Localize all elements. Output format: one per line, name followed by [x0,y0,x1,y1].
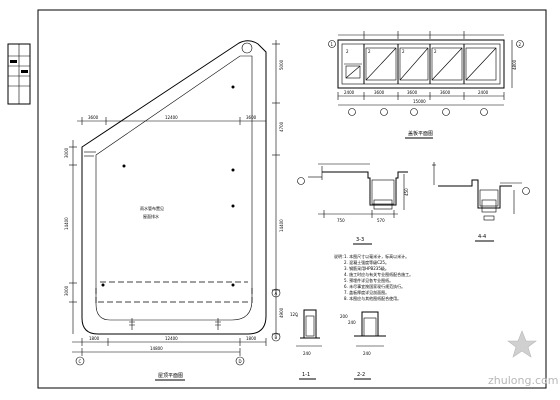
sec33-dim-570: 570 [377,218,385,223]
sec22-dim-200: 200 [340,314,348,319]
plan-note-line1: 雨水管布置见 [140,205,164,211]
sec11-label: 1-1 [302,372,310,378]
sec22-label: 2-2 [357,372,365,378]
plan-inner-outline [95,55,253,321]
dim-left-top: 3000 [64,147,69,158]
section-2-2: 240 200 2-2 240 [340,311,386,380]
sec33-dim-450: 450 [404,188,409,196]
dim-right-mid1: 4700 [279,121,284,132]
svg-text:2: 2 [402,49,405,54]
cover-dim-1: 3600 [374,90,385,95]
grid-d: D [239,359,242,364]
note-line-7: 8. 本图应与其他图纸配合使用。 [344,295,401,301]
dim-bot-left: 1800 [89,336,100,341]
cover-dim-0: 2400 [344,90,355,95]
dim-top-right: 3600 [246,115,257,120]
sec33-dim-750: 750 [337,218,345,223]
sec11-dim-240: 240 [303,351,311,356]
note-line-1: 2. 混凝土强度等级C25。 [344,259,389,265]
note-line-4: 5. 预埋件详见各专业图纸。 [344,277,393,283]
section-4-4: 4-4 [432,162,530,242]
cover-height-dim: 4800 [512,59,517,70]
plan-caption: 屋顶平面图 [158,373,183,379]
watermark-text: zhulong.com [488,374,558,387]
grid-c: C [79,359,82,364]
sec11-dim-120: 120 [290,312,298,317]
section-3-3: 750 570 450 3-3 [297,163,409,245]
sec33-label: 3-3 [356,237,364,243]
section-1-1: 240 1-1 120 [290,309,322,380]
note-line-0: 1. 本图尺寸以毫米计，标高以米计。 [344,253,409,259]
cover-grid-1: 1 [331,42,334,47]
sec44-label: 4-4 [478,234,486,240]
note-line-2: 3. 钢筋采用HPB235级。 [344,265,389,271]
note-line-6: 7. 盖板厚度详见剖面图。 [344,289,389,295]
dim-bot-total: 14800 [150,346,163,351]
dim-top-mid: 12400 [165,115,178,120]
title-strip [7,43,31,105]
notes-block: 说明： 1. 本图尺寸以毫米计，标高以米计。 2. 混凝土强度等级C25。 3.… [334,253,413,301]
cover-dim-4: 2400 [478,90,489,95]
svg-text:2: 2 [346,49,349,54]
cover-dim-2: 3600 [407,90,418,95]
cover-grid-2: 2 [519,42,522,47]
dim-bot-right: 1800 [246,336,257,341]
dim-right-bot: 4900 [279,307,284,318]
note-line-5: 6. 未尽事宜按国家现行规范执行。 [344,283,405,289]
sec22-dim-240: 240 [363,351,371,356]
cover-tag: 2 [368,49,371,54]
cover-caption: 盖板平面图 [408,130,433,137]
grid-b: B [275,335,278,340]
svg-text:2: 2 [434,49,437,54]
plan-dimensions: 3600 12400 3600 3000 14400 3000 5000 470… [64,40,284,381]
grid-a: A [275,291,278,296]
cover-plan: 2 2 2 2 1 2 4800 2400 3600 3600 3600 240… [328,31,524,139]
dim-top-left: 3600 [88,115,99,120]
roof-plan: 雨水管布置见 屋面排水 [81,40,267,335]
dim-left-bot: 3000 [64,285,69,296]
dim-left-mid: 14400 [64,217,69,230]
dim-right-top: 5000 [279,59,284,70]
cover-total-dim: 15000 [413,99,426,104]
sec22-dim-240b: 240 [348,320,356,325]
watermark: zhulong.com [488,330,558,387]
notes-title: 说明： [334,253,346,259]
plan-note-line2: 屋面排水 [143,213,159,219]
note-line-3: 4. 施工时应与有关专业图纸配合施工。 [344,271,413,277]
drawing-border [37,9,547,389]
cover-dim-3: 3600 [440,90,451,95]
plan-outline [81,40,267,335]
dim-right-mid2: 14400 [279,219,284,232]
dim-bot-mid: 12400 [165,336,178,341]
